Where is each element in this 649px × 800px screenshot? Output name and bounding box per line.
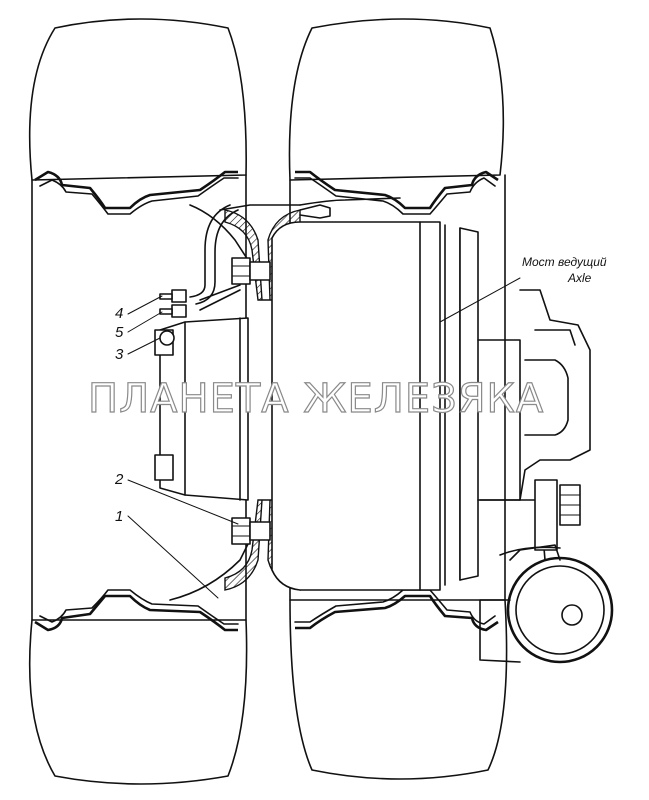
right-rim-bottom xyxy=(294,589,499,632)
wheel-nut-top xyxy=(231,257,271,285)
callout-1: 1 xyxy=(115,508,123,525)
leader-axle xyxy=(439,277,521,323)
leader-5 xyxy=(127,311,163,333)
right-rim-top xyxy=(294,170,499,215)
hub-drum xyxy=(271,221,521,591)
left-rim-bottom xyxy=(34,589,239,632)
left-rim-top xyxy=(34,170,239,215)
leader-1 xyxy=(127,515,219,599)
leader-4 xyxy=(127,295,163,315)
wheel-nut-bottom xyxy=(231,517,271,545)
brake-chamber xyxy=(479,544,614,664)
callout-2: 2 xyxy=(114,471,124,488)
axle-label-en: Axle xyxy=(567,271,592,285)
leader-lines xyxy=(127,277,521,599)
callout-5: 5 xyxy=(115,324,124,341)
watermark: ПЛАНЕТА ЖЕЛЕЗЯКА xyxy=(88,376,544,422)
leader-3 xyxy=(127,337,161,355)
leader-2 xyxy=(127,479,239,525)
valve-assembly xyxy=(159,204,331,346)
axle-label-ru: Мост ведущий xyxy=(522,255,607,269)
axle-housing xyxy=(479,289,591,561)
callout-4: 4 xyxy=(115,305,123,322)
callout-3: 3 xyxy=(115,346,124,363)
